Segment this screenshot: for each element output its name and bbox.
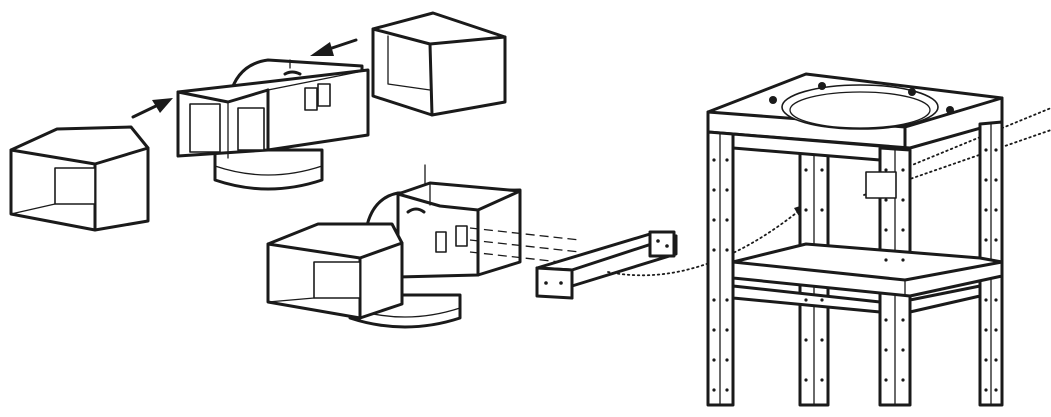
rack-hole-pattern <box>712 148 998 392</box>
rack-frame <box>706 72 1004 407</box>
arrow-left-to-duct <box>131 98 173 119</box>
left-end-cap-duct <box>9 125 150 232</box>
right-end-cap-duct <box>371 11 507 117</box>
mounting-bracket <box>535 230 678 300</box>
alignment-lines <box>469 227 581 263</box>
upper-duct-assembly <box>176 58 370 191</box>
lower-duct-assembly <box>266 164 522 329</box>
arrow-right-to-duct <box>310 38 358 56</box>
